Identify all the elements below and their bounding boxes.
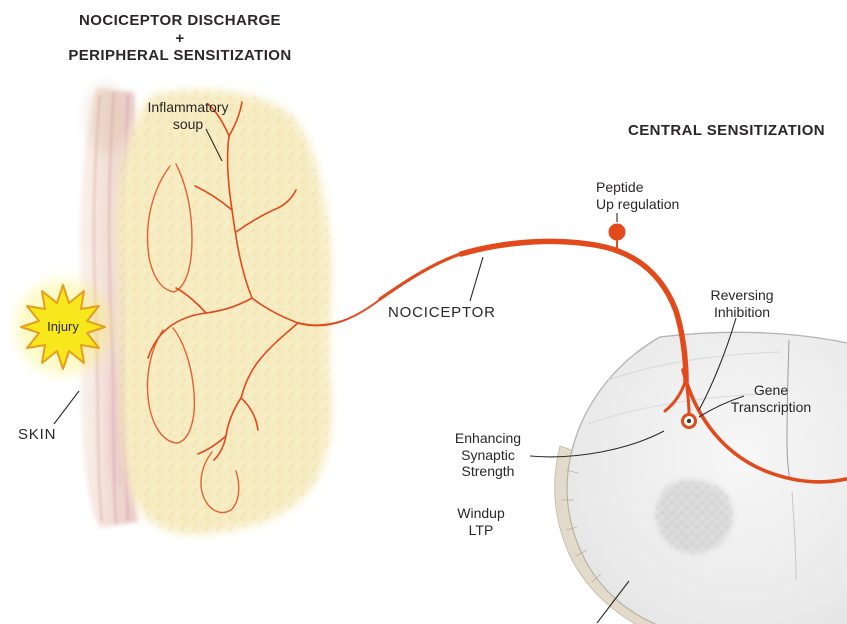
leader-enhancing-synaptic xyxy=(529,430,665,458)
axon-continuation xyxy=(681,368,847,484)
label-reversing-inhibition: Reversing Inhibition xyxy=(710,287,774,320)
label-gene-transcription: Gene Transcription xyxy=(730,382,812,415)
label-skin: SKIN xyxy=(18,426,57,443)
label-nociceptor: NOCICEPTOR xyxy=(388,304,496,321)
injury-starburst xyxy=(15,279,111,375)
synapse-terminal xyxy=(663,377,691,415)
leader-nociceptor xyxy=(469,256,484,302)
leader-gene-transcription xyxy=(698,395,745,418)
label-injury: Injury xyxy=(47,319,79,334)
spinal-cord-side-face xyxy=(554,445,656,624)
label-windup-ltp: Windup LTP xyxy=(457,505,505,538)
nociceptor-axon xyxy=(297,238,847,484)
midline-sulcus xyxy=(786,339,791,481)
gray-matter-region xyxy=(655,479,733,554)
label-peptide-upregulation: Peptide Up regulation xyxy=(596,179,680,212)
skin-tan-tint xyxy=(85,83,125,153)
soup-speckle xyxy=(116,89,332,534)
label-enhancing-synaptic-strength: Enhancing Synaptic Strength xyxy=(454,430,522,480)
nerve-ending-branches xyxy=(146,101,299,514)
peptide-vesicle xyxy=(608,223,626,241)
cord-surface-texture xyxy=(587,351,787,425)
gene-transcription-marker xyxy=(681,413,697,429)
inflammatory-soup-region xyxy=(116,89,332,534)
spinal-cord-section xyxy=(554,331,847,624)
leader-reversing-inhibition xyxy=(698,317,737,411)
label-inflammatory-soup: Inflammatory soup xyxy=(147,99,229,132)
dermal-papillae-loops xyxy=(146,163,240,514)
midline-sulcus-lower xyxy=(791,491,797,581)
leader-lines xyxy=(53,128,745,624)
central-sensitization-heading: CENTRAL SENSITIZATION xyxy=(628,122,826,139)
diagram-title: NOCICEPTOR DISCHARGE + PERIPHERAL SENSIT… xyxy=(68,12,292,65)
leader-skin xyxy=(53,390,80,425)
leader-spinal-cord xyxy=(596,580,630,624)
leader-inflammatory-soup xyxy=(205,128,223,162)
